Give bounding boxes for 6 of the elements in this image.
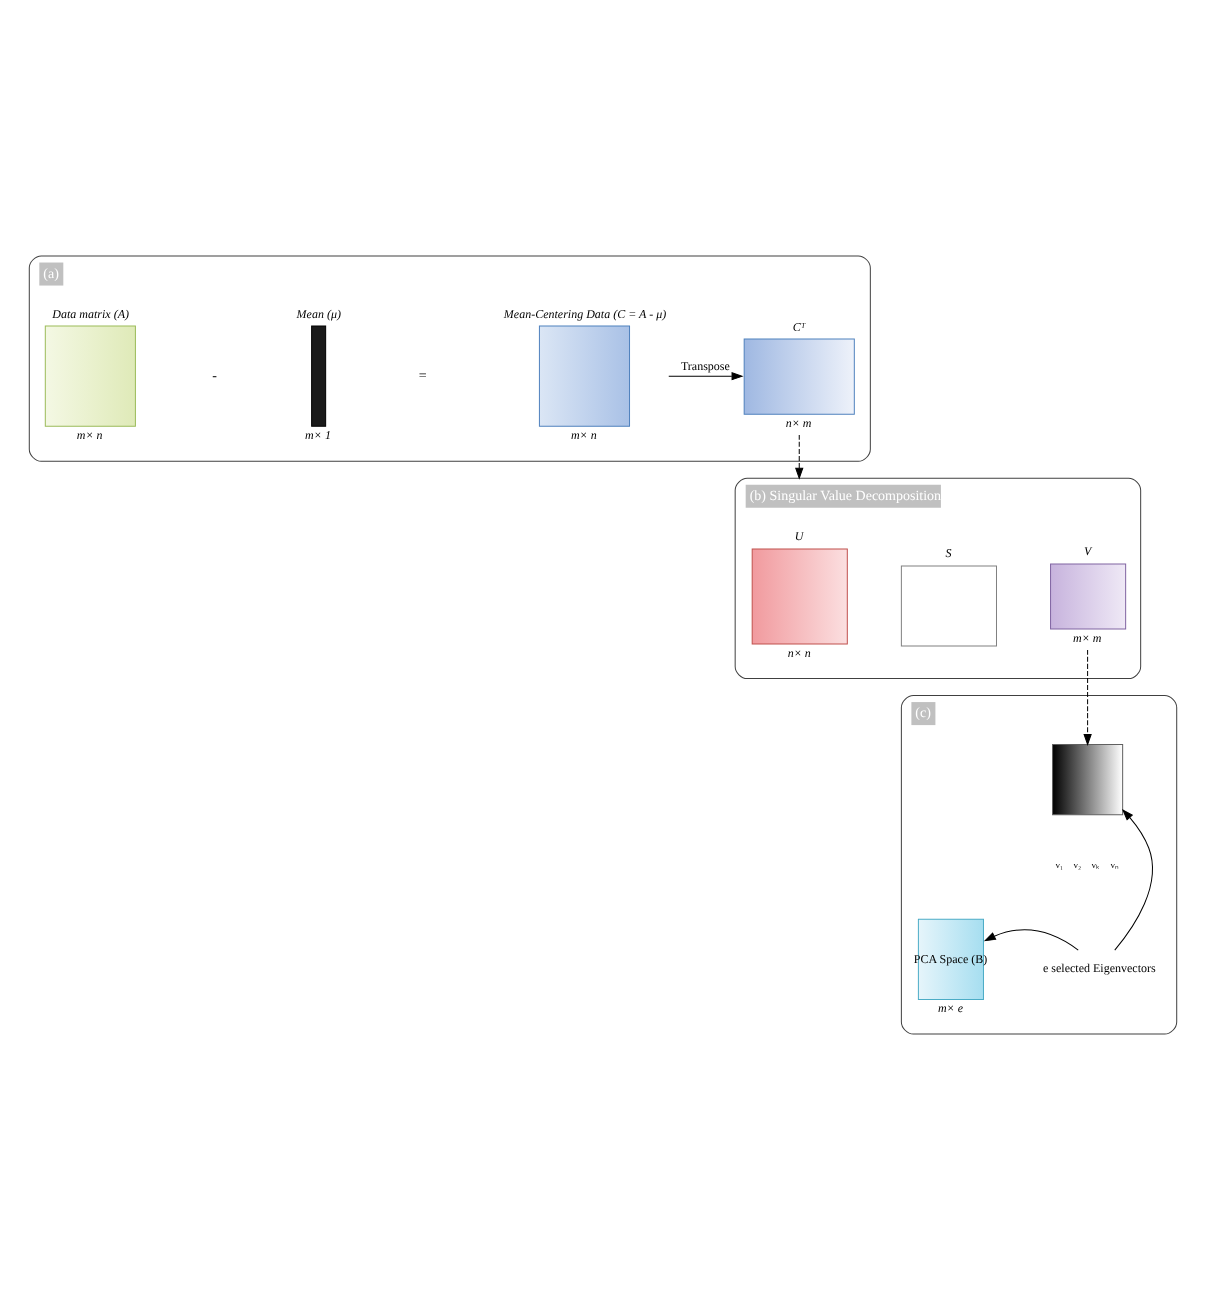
arrow xyxy=(668,372,743,381)
arrow xyxy=(984,929,1079,951)
node-box xyxy=(1052,744,1124,816)
arrow xyxy=(1114,809,1153,951)
arrow xyxy=(1083,649,1092,745)
arrow xyxy=(795,434,804,479)
